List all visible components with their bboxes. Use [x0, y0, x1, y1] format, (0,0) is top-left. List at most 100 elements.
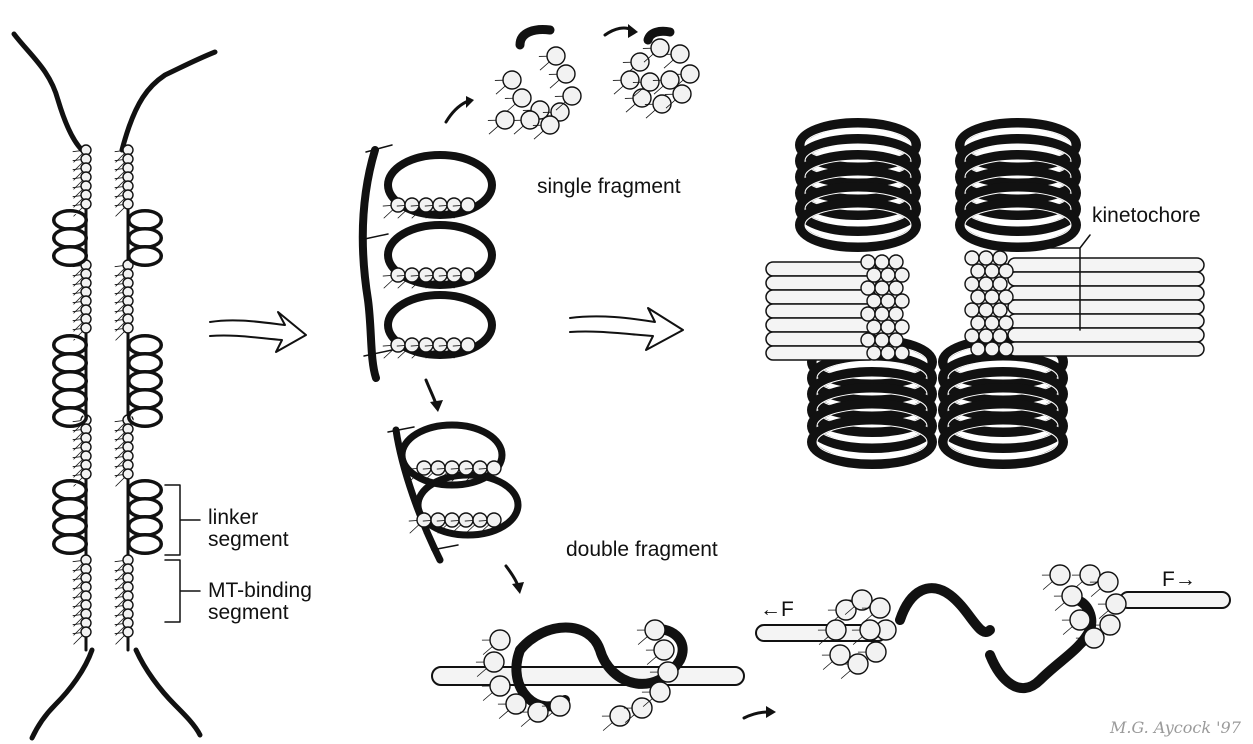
coil-loop [54, 211, 86, 229]
bead [985, 290, 999, 304]
bead [461, 268, 475, 282]
curved-arrow-icon [426, 380, 443, 412]
bead [621, 71, 639, 89]
bead [447, 198, 461, 212]
coil-highlight [56, 483, 84, 497]
microtubule [766, 332, 876, 346]
bead [461, 198, 475, 212]
microtubule [1008, 328, 1204, 342]
bead [431, 461, 445, 475]
bead [985, 264, 999, 278]
bead [81, 323, 91, 333]
coil-loop [129, 229, 161, 247]
bead [81, 199, 91, 209]
coil-loop [54, 535, 86, 553]
bead [405, 268, 419, 282]
coil-highlight [56, 213, 84, 227]
coil-loop [54, 247, 86, 265]
bead [550, 696, 570, 716]
bead [861, 281, 875, 295]
stretched-fragment-pair [756, 565, 1230, 688]
bead [875, 255, 889, 269]
bead [123, 469, 133, 479]
kinetochore-assembly [766, 123, 1204, 464]
bead [861, 307, 875, 321]
microtubule [1008, 286, 1204, 300]
bead [1070, 610, 1090, 630]
bead [985, 342, 999, 356]
bead [484, 652, 504, 672]
bead [653, 95, 671, 113]
coil-highlight [56, 501, 84, 515]
coil-loop [129, 535, 161, 553]
coil-highlight [131, 213, 159, 227]
bead [848, 654, 868, 674]
bead [563, 87, 581, 105]
bead [870, 598, 890, 618]
coil-loop [54, 499, 86, 517]
bead [895, 320, 909, 334]
coil-loop [129, 499, 161, 517]
bead [993, 303, 1007, 317]
bead [433, 198, 447, 212]
microtubule [766, 262, 876, 276]
bead [999, 316, 1013, 330]
bead [405, 198, 419, 212]
bead [391, 198, 405, 212]
coil-highlight [131, 374, 159, 388]
bead [661, 71, 679, 89]
coil-loop [129, 247, 161, 265]
coil-highlight [56, 537, 84, 551]
bead [867, 320, 881, 334]
bead [965, 303, 979, 317]
microtubule [766, 346, 876, 360]
coil-highlight [56, 231, 84, 245]
curved-arrow-icon [605, 24, 638, 38]
kinetochore-label: kinetochore [1092, 204, 1201, 227]
coil-highlight [131, 501, 159, 515]
coil-highlight [56, 392, 84, 406]
bead [826, 620, 846, 640]
coil-loop [54, 390, 86, 408]
bead [971, 316, 985, 330]
bead [993, 329, 1007, 343]
bead [490, 676, 510, 696]
bead [391, 268, 405, 282]
mt-binding-label-line2: segment [208, 601, 289, 624]
bead [419, 268, 433, 282]
helix-fragment [360, 145, 492, 378]
microtubule [766, 276, 876, 290]
bead [889, 255, 903, 269]
single-fragment-1 [488, 30, 581, 140]
bead [445, 513, 459, 527]
bead [866, 642, 886, 662]
bead [971, 342, 985, 356]
bead [993, 251, 1007, 265]
bead [999, 290, 1013, 304]
force-left-label: ←F [760, 598, 794, 621]
bead [81, 469, 91, 479]
bead [391, 338, 405, 352]
coil-loop [54, 481, 86, 499]
bead [541, 116, 559, 134]
bead [447, 338, 461, 352]
bead [503, 71, 521, 89]
bead [965, 277, 979, 291]
bead [1050, 565, 1070, 585]
bead [979, 303, 993, 317]
bead [993, 277, 1007, 291]
figure-eight-fragment [432, 620, 744, 731]
bead [895, 346, 909, 360]
artist-signature: M.G. Aycock '97 [1109, 718, 1242, 737]
bead [487, 461, 501, 475]
bead [671, 45, 689, 63]
coil-highlight [131, 483, 159, 497]
bead [889, 307, 903, 321]
coil-highlight [131, 356, 159, 370]
double-fragment-helix [388, 425, 518, 560]
bead [459, 461, 473, 475]
bead [123, 199, 133, 209]
bead [123, 627, 133, 637]
coil-highlight [56, 519, 84, 533]
coil-loop [129, 390, 161, 408]
